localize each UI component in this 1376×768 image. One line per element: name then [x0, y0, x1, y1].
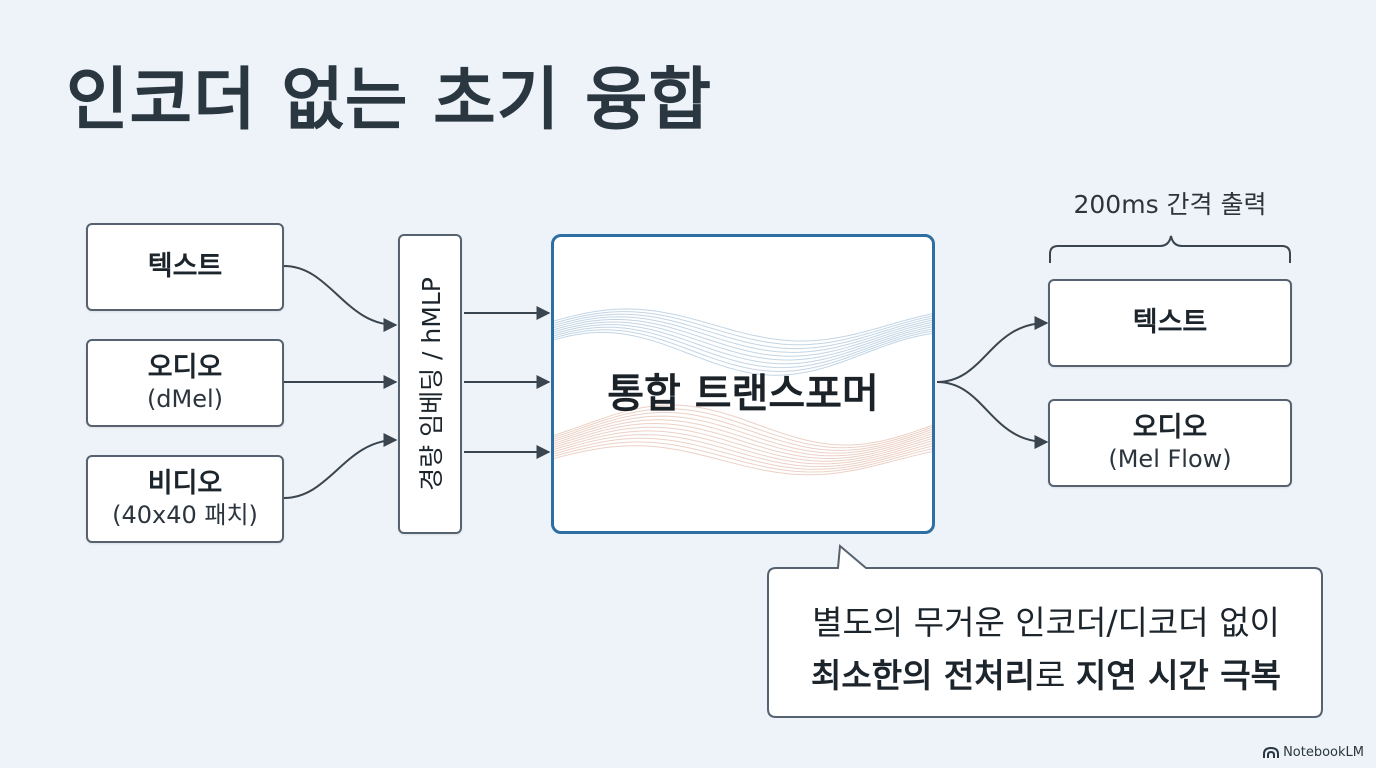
waveform-line-11 — [554, 408, 932, 449]
notebooklm-watermark: NotebookLM — [1263, 745, 1364, 760]
waveform-line-15 — [554, 422, 932, 460]
waveform-line-17 — [554, 430, 932, 465]
waveform-decoration — [554, 308, 932, 476]
input-video-sublabel: (40x40 패치) — [112, 501, 258, 530]
notebooklm-logo-icon — [1263, 746, 1280, 758]
waveform-line-7 — [554, 326, 932, 369]
input-video-label: 비디오 — [147, 467, 223, 499]
waveform-line-21 — [554, 445, 932, 476]
arrow-video-to-embedding — [283, 433, 398, 499]
footer-label: NotebookLM — [1283, 745, 1364, 760]
callout-line-1: 별도의 무거운 인코더/디코더 없이 — [812, 603, 1280, 642]
transformer-box: 통합 트랜스포머 — [551, 234, 935, 534]
waveform-line-10 — [554, 404, 932, 446]
output-audio-label: 오디오 — [1132, 411, 1208, 443]
input-audio-box: 오디오 (dMel) — [86, 339, 284, 427]
output-interval-label: 200ms 간격 출력 — [1073, 190, 1267, 219]
page-title: 인코더 없는 초기 융합 — [66, 61, 713, 140]
waveform-line-16 — [554, 426, 932, 462]
arrow-transformer-to-audio — [936, 381, 1049, 449]
arrow-text-to-embedding — [283, 265, 398, 332]
output-text-label: 텍스트 — [1132, 306, 1208, 338]
input-text-box: 텍스트 — [86, 223, 284, 311]
waveform-line-13 — [554, 415, 932, 454]
output-audio-box: 오디오 (Mel Flow) — [1048, 399, 1292, 487]
waveform-line-20 — [554, 441, 932, 473]
output-audio-sublabel: (Mel Flow) — [1108, 445, 1232, 474]
callout-bold-preprocessing: 최소한의 전처리 — [810, 656, 1035, 695]
output-interval-brace — [1049, 235, 1291, 263]
waveform-line-0 — [554, 308, 932, 342]
input-text-label: 텍스트 — [147, 250, 223, 282]
waveform-line-1 — [554, 311, 932, 346]
callout-connector-text: 로 — [1035, 656, 1076, 695]
waveform-line-14 — [554, 419, 932, 457]
waveform-line-4 — [554, 318, 932, 357]
waveform-line-6 — [554, 324, 932, 365]
waveform-line-2 — [554, 313, 932, 350]
input-video-box: 비디오 (40x40 패치) — [86, 455, 284, 543]
embedding-box: 경량 임베딩 / hMLP — [398, 234, 462, 534]
input-audio-label: 오디오 — [147, 351, 223, 383]
waveform-line-3 — [554, 316, 932, 353]
callout-bold-latency: 지연 시간 극복 — [1075, 656, 1281, 695]
output-text-box: 텍스트 — [1048, 279, 1292, 367]
transformer-label: 통합 트랜스포머 — [607, 371, 879, 417]
waveform-line-18 — [554, 434, 932, 468]
waveform-line-9 — [554, 331, 932, 376]
waveform-line-5 — [554, 321, 932, 361]
callout-line-2: 최소한의 전처리로 지연 시간 극복 — [770, 649, 1322, 702]
callout-text: 별도의 무거운 인코더/디코더 없이 최소한의 전처리로 지연 시간 극복 — [770, 596, 1322, 702]
waveform-line-12 — [554, 411, 932, 451]
input-audio-sublabel: (dMel) — [146, 385, 224, 414]
waveform-line-19 — [554, 437, 932, 470]
arrow-transformer-to-text — [936, 316, 1049, 383]
waveform-line-8 — [554, 329, 932, 372]
